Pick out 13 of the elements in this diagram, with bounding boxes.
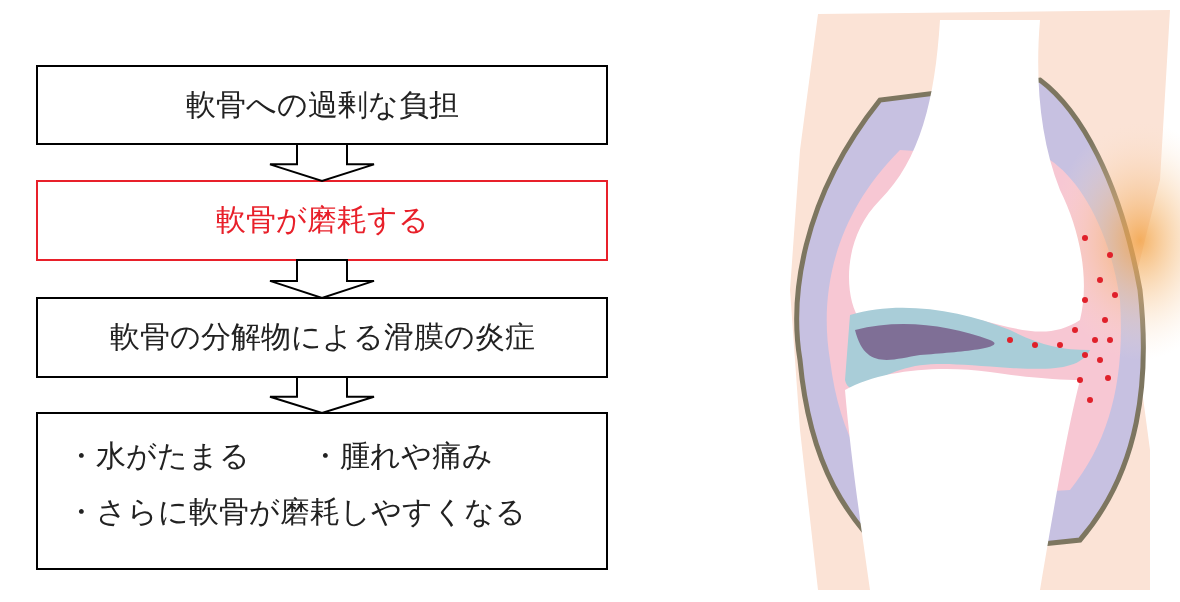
block-arrow (269, 376, 375, 415)
process-box (36, 65, 608, 145)
step-text: 軟骨への過剰な負担 (185, 85, 459, 124)
bullet-text: ・水がたまる (66, 437, 250, 475)
block-arrow (269, 143, 375, 183)
bullet-text: ・さらに軟骨が磨耗しやすくなる (66, 493, 526, 531)
bullet-text: ・腫れや痛み (310, 437, 493, 475)
process-box (36, 297, 608, 378)
highlighted-step-box (36, 180, 608, 261)
step-text: 軟骨が磨耗する (215, 201, 429, 239)
process-box (36, 412, 608, 570)
step-text: 軟骨の分解物による滑膜の炎症 (109, 318, 535, 356)
block-arrow (269, 259, 375, 300)
